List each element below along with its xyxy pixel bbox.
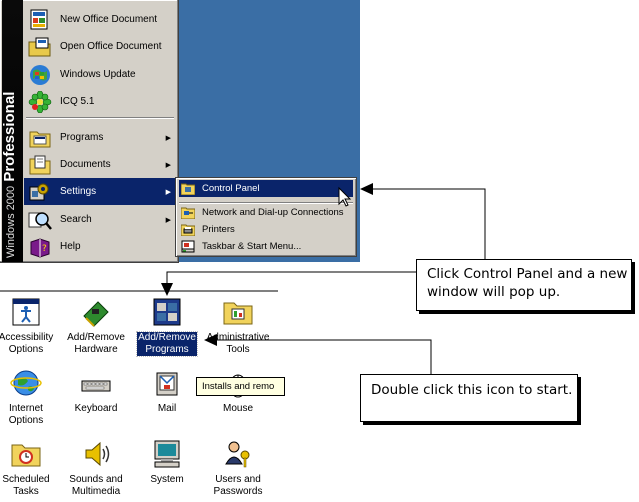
cp-icon-add-remove-programs[interactable]: Add/Remove Programs (132, 296, 202, 357)
arrow-to-add-remove-programs (166, 271, 416, 284)
cp-icon-internet-options[interactable]: Internet Options (0, 367, 61, 427)
settings-icon (28, 181, 52, 203)
menu-item-documents[interactable]: Documents ▶ (24, 151, 176, 178)
arrow-head-control-panel (360, 183, 373, 195)
menu-item-windows-update[interactable]: Windows Update (24, 61, 176, 88)
cp-icon-label: Administrative Tools (206, 332, 270, 355)
submenu-item-printers[interactable]: Printers (179, 221, 353, 238)
submenu-item-taskbar[interactable]: Taskbar & Start Menu... (179, 238, 353, 255)
menu-item-label: Programs (60, 132, 104, 143)
banner-edition-text: Professional (2, 91, 18, 182)
cp-icon-label: Keyboard (74, 403, 118, 414)
submenu-item-label: Taskbar & Start Menu... (202, 241, 302, 252)
office-new-icon (28, 9, 52, 31)
callout-control-panel: Click Control Panel and a new window wil… (416, 259, 632, 311)
submenu-arrow-icon: ▶ (165, 188, 171, 196)
arrow-to-control-panel (372, 188, 486, 259)
cp-icon-label: Add/Remove Hardware (67, 332, 125, 355)
cp-icon-label: Users and Passwords (213, 474, 263, 497)
submenu-arrow-icon: ▶ (165, 161, 171, 169)
cp-icon-keyboard[interactable]: Keyboard (61, 367, 131, 415)
network-icon (180, 206, 196, 220)
menu-item-label: Documents (60, 159, 111, 170)
documents-icon (28, 154, 52, 176)
cp-icon-label: Scheduled Tasks (2, 474, 50, 497)
admin-tools-icon (222, 296, 254, 328)
cp-icon-accessibility[interactable]: Accessibility Options (0, 296, 61, 356)
menu-item-icq[interactable]: ICQ 5.1 (24, 88, 176, 115)
sounds-icon (80, 438, 112, 470)
callout-double-click: Double click this icon to start. (360, 374, 578, 422)
start-menu: Windows 2000 Professional New Office Doc… (0, 0, 179, 263)
taskbar-icon (181, 240, 195, 253)
cp-icon-label: Mouse (222, 403, 253, 414)
menu-item-new-office-document[interactable]: New Office Document (24, 6, 176, 33)
tooltip: Installs and remo (196, 377, 285, 396)
keyboard-icon (80, 367, 112, 399)
help-book-icon: ? (28, 236, 52, 258)
programs-icon (28, 127, 52, 149)
svg-text:?: ? (42, 244, 47, 254)
menu-item-label: Search (60, 214, 92, 225)
add-hardware-icon (80, 296, 112, 328)
submenu-item-label: Printers (202, 224, 235, 235)
menu-item-label: New Office Document (60, 14, 158, 25)
menu-item-label: Open Office Document (60, 41, 162, 52)
submenu-item-label: Network and Dial-up Connections (202, 207, 344, 218)
search-icon (28, 209, 52, 231)
menu-item-label: Help (60, 241, 81, 252)
start-menu-banner: Windows 2000 Professional (2, 0, 23, 262)
cp-icon-administrative-tools[interactable]: Administrative Tools (203, 296, 273, 356)
cp-icon-label: Mail (157, 403, 177, 414)
submenu-arrow-icon: ▶ (165, 134, 171, 142)
menu-item-label: Windows Update (60, 69, 136, 80)
menu-separator (26, 117, 174, 119)
add-remove-programs-icon (151, 296, 183, 328)
accessibility-icon (10, 296, 42, 328)
menu-item-open-office-document[interactable]: Open Office Document (24, 33, 176, 60)
cp-icon-label: System (150, 474, 184, 485)
submenu-item-network[interactable]: Network and Dial-up Connections (179, 204, 353, 221)
users-icon (222, 438, 254, 470)
system-icon (151, 438, 183, 470)
submenu-separator (179, 202, 353, 204)
menu-item-help[interactable]: ? Help (24, 233, 176, 260)
submenu-item-label: Control Panel (202, 183, 260, 194)
cp-icon-system[interactable]: System (132, 438, 202, 486)
printer-icon (180, 223, 196, 237)
internet-options-icon (10, 367, 42, 399)
icq-flower-icon (28, 90, 52, 113)
scheduled-tasks-icon (10, 438, 42, 470)
windows-update-icon (28, 64, 52, 86)
settings-submenu: Control Panel Network and Dial-up Connec… (175, 177, 357, 257)
menu-item-settings[interactable]: Settings ▶ (24, 178, 176, 205)
cp-icon-label: Accessibility Options (0, 332, 54, 355)
submenu-arrow-icon: ▶ (165, 216, 171, 224)
cp-icon-sounds-multimedia[interactable]: Sounds and Multimedia (61, 438, 131, 498)
menu-item-search[interactable]: Search ▶ (24, 206, 176, 233)
cp-icon-mail[interactable]: Mail (132, 367, 202, 415)
menu-item-label: Settings (60, 186, 97, 197)
submenu-item-control-panel[interactable]: Control Panel (179, 180, 353, 197)
cp-icon-label: Sounds and Multimedia (69, 474, 123, 497)
control-panel-window (0, 290, 278, 502)
banner-windows-text: Windows 2000 (5, 185, 17, 258)
office-open-icon (28, 36, 52, 58)
cp-icon-label: Internet Options (8, 403, 44, 426)
mail-icon (151, 367, 183, 399)
menu-item-label: ICQ 5.1 (60, 96, 95, 107)
control-panel-icon (180, 182, 196, 196)
cp-icon-scheduled-tasks[interactable]: Scheduled Tasks (0, 438, 61, 498)
cp-icon-add-remove-hardware[interactable]: Add/Remove Hardware (61, 296, 131, 356)
menu-item-programs[interactable]: Programs ▶ (24, 124, 176, 151)
cp-icon-label: Add/Remove Programs (136, 331, 198, 357)
cp-icon-users-passwords[interactable]: Users and Passwords (203, 438, 273, 498)
